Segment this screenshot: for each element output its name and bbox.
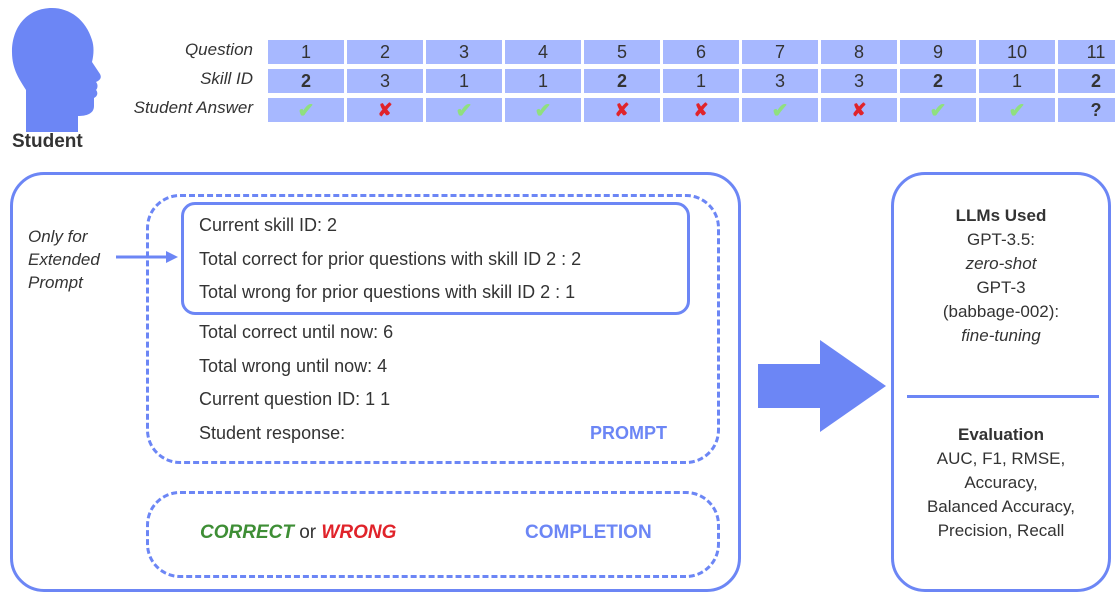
cross-icon: ✘: [821, 98, 897, 122]
student-label: Student: [12, 131, 83, 152]
note-line: Extended: [28, 250, 100, 269]
or-label: or: [299, 522, 317, 543]
evaluation-section: Evaluation AUC, F1, RMSE, Accuracy, Balanc…: [894, 423, 1108, 540]
evaluation-line: AUC, F1, RMSE,: [936, 449, 1066, 468]
student-answer-row: ✔✘✔✔✘✘✔✘✔✔?: [268, 98, 1115, 122]
question-cell: 9: [900, 40, 976, 64]
big-arrow-right-icon: [758, 340, 886, 432]
question-cell: 2: [347, 40, 423, 64]
llm-evaluation-box: [891, 172, 1111, 592]
note-line: Prompt: [28, 273, 83, 292]
evaluation-line: Balanced Accuracy,: [926, 497, 1076, 516]
extended-prompt-box: [181, 202, 690, 315]
prompt-line-student-response: Student response:: [199, 423, 346, 443]
skill-id-cell: 2: [1058, 69, 1115, 93]
skill-id-cell: 1: [426, 69, 502, 93]
llm-line: GPT-3.5:: [966, 230, 1036, 249]
question-cell: 8: [821, 40, 897, 64]
row-label-student-answer: Student Answer: [133, 98, 253, 117]
question-cell: 4: [505, 40, 581, 64]
check-icon: ✔: [979, 98, 1055, 122]
check-icon: ✔: [426, 98, 502, 122]
arrow-right-icon: [116, 251, 178, 263]
skill-id-cell: 1: [979, 69, 1055, 93]
question-cell: 11: [1058, 40, 1115, 64]
question-cell: 6: [663, 40, 739, 64]
extended-prompt-note: Only for Extended Prompt: [28, 225, 100, 294]
evaluation-line: Precision, Recall: [937, 521, 1065, 540]
row-label-skill-id: Skill ID: [200, 69, 253, 88]
extended-line-total-correct: Total correct for prior questions with s…: [199, 249, 582, 269]
skill-id-cell: 3: [742, 69, 818, 93]
cross-icon: ✘: [584, 98, 660, 122]
row-label-question: Question: [184, 40, 253, 59]
input-output-container: [10, 172, 741, 592]
unknown-answer: ?: [1058, 98, 1115, 122]
skill-id-cell: 3: [347, 69, 423, 93]
question-cell: 10: [979, 40, 1055, 64]
completion-box: [146, 491, 720, 578]
check-icon: ✔: [900, 98, 976, 122]
head-silhouette-icon: [12, 8, 101, 132]
check-icon: ✔: [268, 98, 344, 122]
prompt-line-total-wrong: Total wrong until now: 4: [199, 356, 388, 376]
llm-line: fine-tuning: [961, 326, 1041, 345]
prompt-line-total-correct: Total correct until now: 6: [199, 322, 394, 342]
check-icon: ✔: [742, 98, 818, 122]
question-cell: 1: [268, 40, 344, 64]
completion-answer: CORRECT or WRONG: [200, 522, 396, 544]
question-cell: 7: [742, 40, 818, 64]
llm-line: GPT-3: [976, 278, 1026, 297]
skill-id-cell: 3: [821, 69, 897, 93]
extended-line-skill-id: Current skill ID: 2: [199, 215, 338, 235]
skill-id-cell: 1: [505, 69, 581, 93]
skill-id-cell: 2: [584, 69, 660, 93]
extended-line-total-wrong: Total wrong for prior questions with ski…: [199, 282, 576, 302]
skill-id-cell: 2: [900, 69, 976, 93]
cross-icon: ✘: [663, 98, 739, 122]
note-line: Only for: [28, 227, 88, 246]
prompt-tag: PROMPT: [590, 423, 668, 443]
section-divider: [907, 395, 1099, 398]
evaluation-title: Evaluation: [958, 425, 1044, 444]
completion-tag: COMPLETION: [525, 522, 652, 543]
skill-id-cell: 2: [268, 69, 344, 93]
cross-icon: ✘: [347, 98, 423, 122]
skill-id-cell: 1: [663, 69, 739, 93]
llm-line: zero-shot: [965, 254, 1037, 273]
question-cell: 3: [426, 40, 502, 64]
correct-label: CORRECT: [200, 522, 294, 543]
check-icon: ✔: [505, 98, 581, 122]
question-cell: 5: [584, 40, 660, 64]
llms-title: LLMs Used: [955, 206, 1047, 225]
evaluation-line: Accuracy,: [964, 473, 1038, 492]
wrong-label: WRONG: [321, 522, 397, 543]
prompt-line-question-id: Current question ID: 1 1: [199, 389, 391, 409]
llm-line: (babbage-002):: [942, 302, 1060, 321]
prompt-box: [146, 194, 720, 464]
